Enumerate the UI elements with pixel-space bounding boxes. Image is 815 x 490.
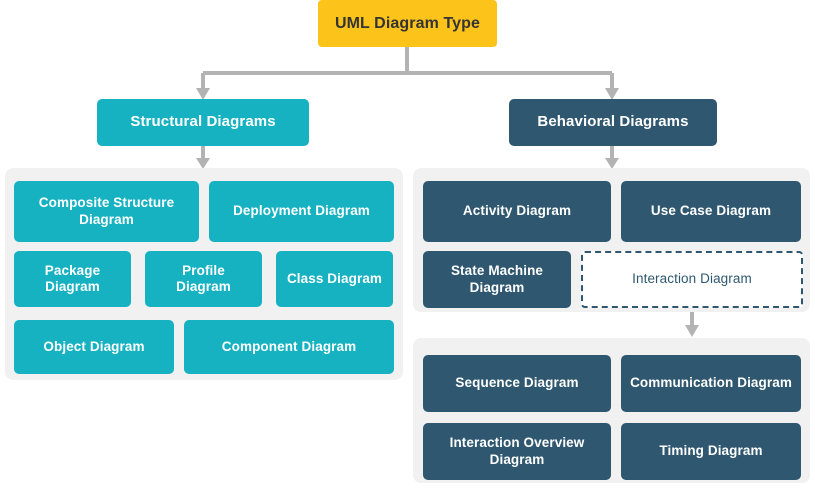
node-component-diagram[interactable]: Component Diagram	[184, 320, 394, 374]
root-node-uml-diagram-type[interactable]: UML Diagram Type	[318, 0, 497, 47]
node-deployment-diagram[interactable]: Deployment Diagram	[209, 181, 394, 242]
node-label: Deployment Diagram	[233, 203, 370, 219]
node-label: Composite Structure Diagram	[38, 195, 175, 227]
node-timing-diagram[interactable]: Timing Diagram	[621, 423, 801, 480]
node-use-case-diagram[interactable]: Use Case Diagram	[621, 181, 801, 242]
node-label: Interaction Diagram	[632, 271, 752, 287]
node-sequence-diagram[interactable]: Sequence Diagram	[423, 355, 611, 412]
node-activity-diagram[interactable]: Activity Diagram	[423, 181, 611, 242]
branch-head-behavioral-label: Behavioral Diagrams	[537, 113, 689, 131]
node-label: Package Diagram	[44, 262, 101, 294]
node-interaction-overview-diagram[interactable]: Interaction Overview Diagram	[423, 423, 611, 480]
node-label: Interaction Overview Diagram	[449, 435, 585, 467]
node-label: Use Case Diagram	[650, 203, 772, 219]
node-object-diagram[interactable]: Object Diagram	[14, 320, 174, 374]
node-label: State Machine Diagram	[450, 263, 544, 295]
node-profile-diagram[interactable]: Profile Diagram	[145, 251, 262, 307]
node-label: Component Diagram	[221, 338, 357, 354]
node-label: Class Diagram	[286, 270, 383, 286]
node-label: Sequence Diagram	[455, 375, 579, 391]
node-package-diagram[interactable]: Package Diagram	[14, 251, 131, 307]
node-label: Timing Diagram	[659, 443, 763, 459]
node-state-machine-diagram[interactable]: State Machine Diagram	[423, 251, 571, 308]
node-composite-structure-diagram[interactable]: Composite Structure Diagram	[14, 181, 199, 242]
node-communication-diagram[interactable]: Communication Diagram	[621, 355, 801, 412]
node-label: Activity Diagram	[462, 203, 572, 219]
node-label: Communication Diagram	[630, 375, 792, 391]
branch-head-structural-label: Structural Diagrams	[130, 113, 276, 131]
branch-head-structural-diagrams[interactable]: Structural Diagrams	[97, 99, 309, 146]
root-node-label: UML Diagram Type	[334, 14, 481, 32]
node-class-diagram[interactable]: Class Diagram	[276, 251, 393, 307]
node-label: Object Diagram	[43, 338, 145, 354]
node-label: Profile Diagram	[176, 262, 231, 294]
branch-head-behavioral-diagrams[interactable]: Behavioral Diagrams	[509, 99, 717, 146]
node-interaction-diagram[interactable]: Interaction Diagram	[581, 251, 803, 308]
